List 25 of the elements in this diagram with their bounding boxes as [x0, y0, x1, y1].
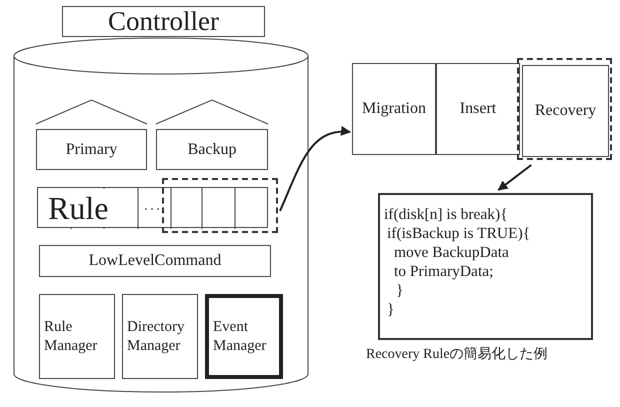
- arrow: [279, 126, 351, 212]
- manager-box: Directory Manager: [122, 294, 198, 379]
- rule-table: [37, 187, 268, 228]
- code-line: }: [395, 281, 404, 300]
- storage-box: [36, 99, 147, 170]
- dashed-selection: [162, 178, 278, 233]
- component-box: Migration: [352, 63, 436, 155]
- caption-text: Recovery Ruleの簡易化した例: [366, 346, 548, 363]
- manager-box: Event Manager: [205, 294, 283, 379]
- arrow: [498, 164, 532, 191]
- code-line: if(disk[n] is break){: [384, 205, 509, 224]
- component-box: Recovery: [522, 65, 609, 157]
- code-box: [378, 193, 593, 340]
- controller-cylinder: [14, 38, 308, 394]
- box-label: Backup: [186, 140, 238, 160]
- component-box: Insert: [436, 63, 520, 155]
- storage-box: [156, 99, 268, 170]
- component-box: LowLevelCommand: [39, 245, 271, 277]
- code-line: if(isBackup is TRUE){: [386, 224, 532, 243]
- dashed-selection: [517, 58, 612, 160]
- title-box: Controller: [62, 6, 265, 37]
- code-line: }: [386, 300, 396, 319]
- box-label: Primary: [64, 140, 118, 160]
- code-line: move BackupData to PrimaryData;: [393, 243, 510, 281]
- manager-box: Rule Manager: [39, 294, 115, 379]
